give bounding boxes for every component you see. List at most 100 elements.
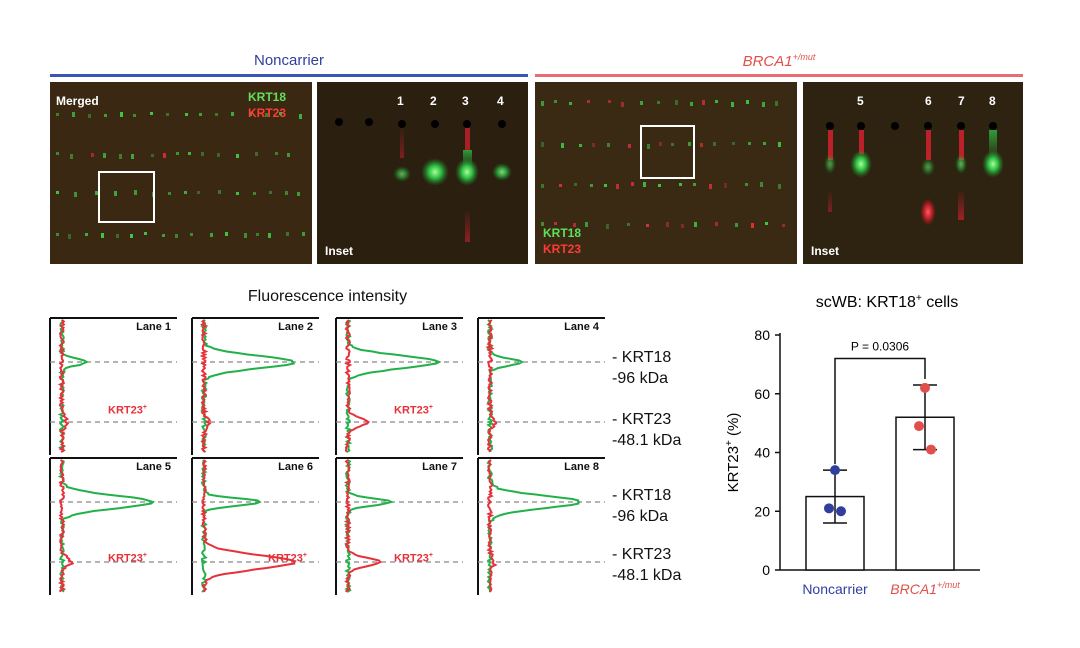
blot-spot (554, 222, 557, 225)
blot-spot (775, 101, 778, 106)
blot-spot (688, 142, 691, 146)
brca1-inset-blot: 5 6 7 8 Inset (803, 82, 1023, 264)
brca1-merged-image (535, 82, 797, 264)
krt23-positive-tag: KRT23+ (268, 552, 307, 565)
plot-axes (191, 457, 319, 595)
y-tick-label: 20 (754, 503, 770, 519)
blot-spot (56, 152, 59, 155)
y-axis-label: KRT23+ (%) (724, 413, 742, 493)
data-point (824, 503, 834, 514)
lane-label: Lane 8 (564, 461, 599, 473)
blot-spot (604, 184, 607, 187)
data-point (914, 421, 924, 432)
blot-spot (188, 152, 191, 155)
blot-spot (225, 232, 228, 236)
blot-spot (279, 112, 282, 115)
blot-spot (215, 113, 218, 116)
fluorescence-plot (477, 457, 605, 595)
blot-spot (218, 190, 221, 194)
blot-spot (574, 183, 577, 186)
blot-spot (299, 114, 302, 119)
band-label-krt18: - KRT18 -96 kDa (612, 485, 671, 527)
blot-spot (657, 101, 660, 104)
krt23-trace (344, 319, 370, 453)
blot-spot (101, 233, 104, 238)
blot-spot (681, 224, 684, 228)
blot-spot (732, 142, 735, 145)
blot-spot (217, 153, 220, 157)
blot-spot (275, 152, 278, 155)
blot-spot (585, 222, 588, 227)
blot-spot (151, 154, 154, 157)
blot-spot (131, 154, 134, 159)
data-point (926, 444, 936, 455)
category-label: BRCA1+/mut (890, 580, 960, 597)
data-point (836, 506, 846, 517)
lane-label: Lane 6 (278, 461, 313, 473)
blot-spot (134, 190, 137, 195)
blot-spot (256, 233, 259, 236)
blot-spot (175, 234, 178, 238)
krt23-positive-tag: KRT23+ (108, 404, 147, 417)
y-tick-label: 40 (754, 445, 770, 461)
blot-spot (628, 144, 631, 148)
blot-spot (659, 142, 662, 146)
blot-spot (85, 233, 88, 236)
brca1-merged-blot: KRT18 KRT23 (535, 82, 797, 264)
blot-spot (144, 232, 147, 235)
chart-title: scWB: KRT18+ cells (816, 293, 958, 311)
blot-spot (671, 143, 674, 146)
krt23-trace (199, 319, 212, 453)
blot-spot (190, 233, 193, 236)
blot-spot (745, 183, 748, 186)
fluorescence-plot (335, 457, 463, 595)
lane-number-4: 4 (497, 94, 504, 108)
blot-spot (255, 152, 258, 156)
blot-spot (104, 114, 107, 117)
krt18-trace (57, 459, 156, 593)
krt23-trace (200, 459, 296, 593)
fluorescence-plot (477, 317, 605, 455)
merged-label: Merged (56, 94, 99, 108)
blot-spot (751, 223, 754, 228)
blot-spot (621, 102, 624, 107)
fluorescence-panel: Lane 6 KRT23+ (191, 457, 319, 595)
inset-label: Inset (811, 244, 840, 258)
plot-axes (49, 457, 177, 595)
fluorescence-plot (49, 457, 177, 595)
lane-label: Lane 3 (422, 321, 457, 333)
blot-spot (541, 222, 544, 226)
blot-spot (760, 182, 763, 187)
blot-spot (197, 191, 200, 194)
blot-spot (559, 184, 562, 187)
blot-spot (748, 142, 751, 145)
lane-label: Lane 5 (136, 461, 171, 473)
blot-spot (693, 183, 696, 186)
noncarrier-inset-image (317, 82, 528, 264)
inset-label: Inset (325, 244, 354, 258)
data-point (830, 465, 840, 476)
lane-label: Lane 1 (136, 321, 171, 333)
blot-spot (133, 114, 136, 117)
blot-spot (286, 232, 289, 236)
blot-spot (616, 184, 619, 189)
blot-spot (763, 142, 766, 145)
plot-axes (49, 317, 177, 455)
blot-spot (608, 100, 611, 103)
band-label-krt18-name: - KRT18 (612, 487, 672, 504)
lane-number-1: 1 (397, 94, 404, 108)
noncarrier-group-title: Noncarrier (253, 52, 325, 69)
blot-spot (658, 184, 661, 187)
brca1-group-title: BRCA1+/mut (535, 52, 1023, 70)
blot-spot (643, 182, 646, 187)
blot-spot (675, 100, 678, 105)
krt23-trace (485, 319, 498, 453)
blot-spot (199, 113, 202, 116)
lane-number-2: 2 (430, 94, 437, 108)
brca1-group-superscript: +/mut (792, 52, 816, 62)
blot-spot (715, 222, 718, 226)
lane-number-8: 8 (989, 94, 996, 108)
y-tick-label: 80 (754, 327, 770, 343)
blot-spot (268, 233, 271, 238)
